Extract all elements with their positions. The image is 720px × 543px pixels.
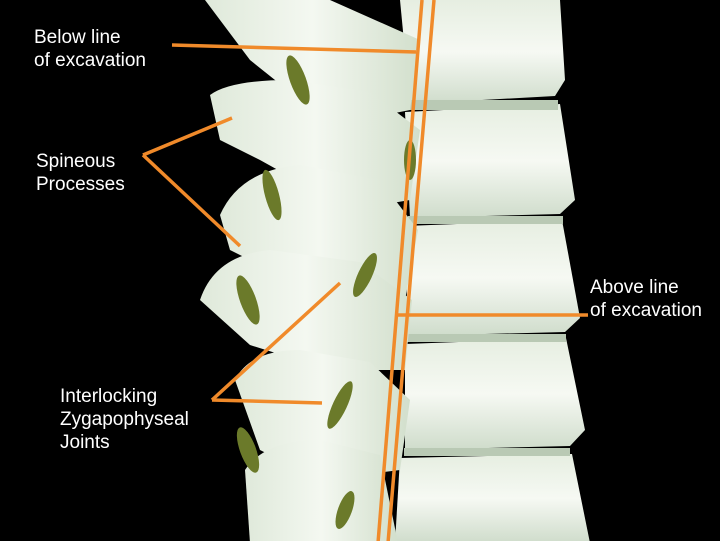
label-line: Zygapophyseal <box>60 408 189 431</box>
background-margin <box>590 0 720 543</box>
spinous-processes <box>200 0 420 543</box>
vertebral-bodies <box>395 0 590 543</box>
label-below-excavation: Below line of excavation <box>34 26 146 72</box>
label-line: Joints <box>60 431 189 454</box>
label-line: of excavation <box>590 299 702 322</box>
label-zygapophyseal-joints: Interlocking Zygapophyseal Joints <box>60 385 189 454</box>
label-line: Interlocking <box>60 385 189 408</box>
label-line: Processes <box>36 173 125 196</box>
label-line: Below line <box>34 26 146 49</box>
label-line: of excavation <box>34 49 146 72</box>
label-line: Spineous <box>36 150 125 173</box>
label-line: Above line <box>590 276 702 299</box>
label-above-excavation: Above line of excavation <box>590 276 702 322</box>
label-spinous-processes: Spineous Processes <box>36 150 125 196</box>
